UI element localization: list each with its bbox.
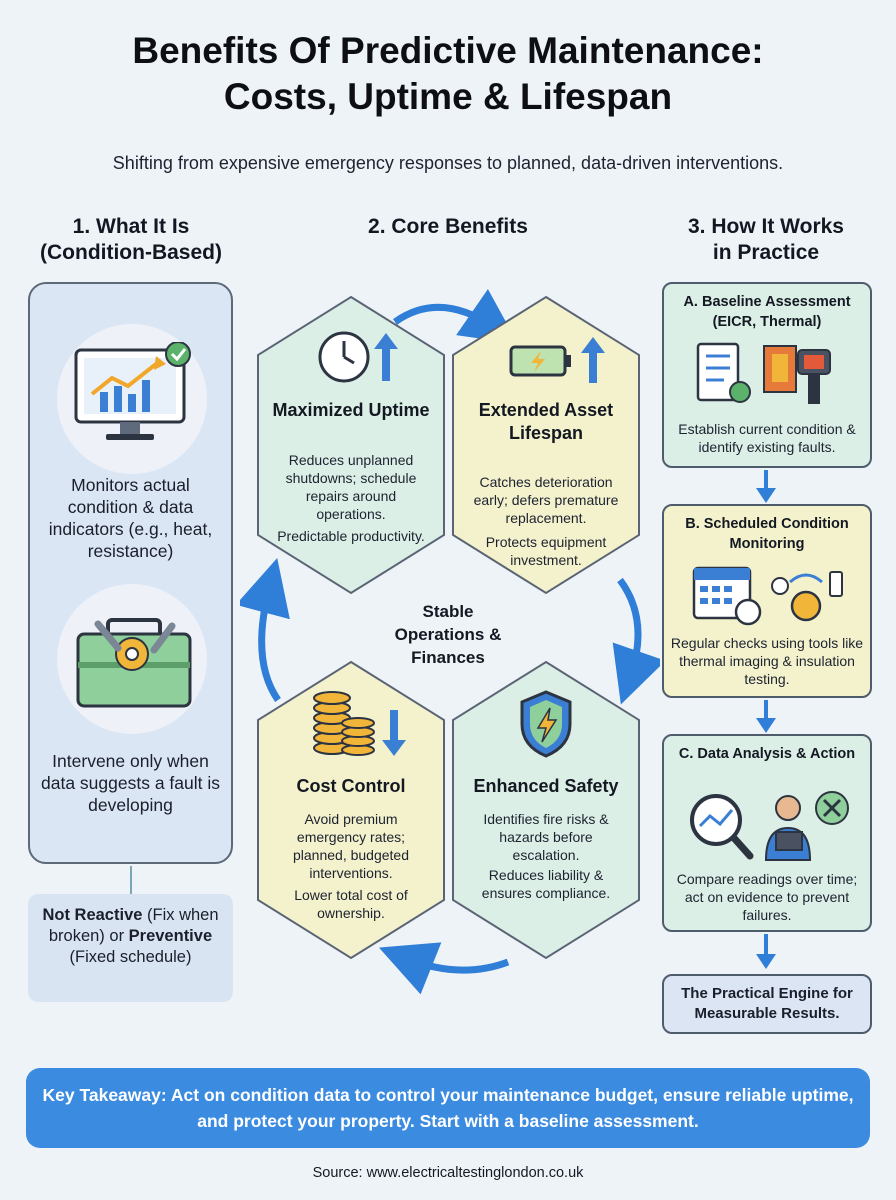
arrow-bottom xyxy=(378,942,510,995)
hex-maximized-uptime: Maximized Uptime Reduces unplanned shutd… xyxy=(256,295,446,595)
step-a-title: A. Baseline Assessment (EICR, Thermal) xyxy=(683,294,851,330)
arrow-top xyxy=(392,289,519,344)
cycle-arrows xyxy=(240,289,660,995)
lifespan-title: Extended Asset Lifespan xyxy=(478,400,614,443)
preventive-text: (Fixed schedule) xyxy=(69,948,192,966)
hex-extended-lifespan: Extended Asset Lifespan Catches deterior… xyxy=(451,295,641,595)
step-b-text: Regular checks using tools like thermal … xyxy=(670,635,864,687)
step-a-baseline: A. Baseline Assessment (EICR, Thermal) E… xyxy=(662,282,872,468)
col1-text-2: Intervene only when data suggests a faul… xyxy=(41,751,220,815)
arrow-left xyxy=(240,557,290,703)
hex-enhanced-safety: Enhanced Safety Identifies fire risks & … xyxy=(451,660,641,960)
safety-title: Enhanced Safety xyxy=(473,776,619,796)
title-line-2: Costs, Uptime & Lifespan xyxy=(223,76,673,117)
lifespan-desc: Catches deterioration early; defers prem… xyxy=(473,474,619,526)
what-it-is-panel: Monitors actual condition & data indicat… xyxy=(28,282,233,864)
col1-heading-line1: 1. What It Is xyxy=(72,215,190,238)
safety-desc: Identifies fire risks & hazards before e… xyxy=(483,811,609,863)
cost-note: Lower total cost of ownership. xyxy=(294,887,408,921)
col3-heading-line1: 3. How It Works xyxy=(688,215,844,238)
shield-icon xyxy=(520,690,572,758)
safety-note: Reduces liability & ensures compliance. xyxy=(481,867,611,901)
lifespan-note: Protects equipment investment. xyxy=(485,534,607,568)
step-b-monitoring: B. Scheduled Condition Monitoring Regula… xyxy=(662,504,872,698)
center-label: Stable Operations & Finances xyxy=(394,602,502,667)
arrow-right xyxy=(612,577,660,705)
calendar-sensor-icon xyxy=(692,566,843,626)
practical-engine-box: The Practical Engine for Measurable Resu… xyxy=(662,974,872,1034)
coins-down-icon xyxy=(313,691,406,756)
down-arrow-2 xyxy=(756,700,776,733)
col3-heading: 3. How It Works in Practice xyxy=(655,214,877,266)
clock-up-icon xyxy=(318,331,398,383)
col1-text-1: Monitors actual condition & data indicat… xyxy=(48,475,213,561)
not-reactive-note: Not Reactive (Fix when broken) or Preven… xyxy=(28,894,233,1002)
source-text: Source: www.electricaltestinglondon.co.u… xyxy=(312,1165,584,1181)
down-arrow-1 xyxy=(756,470,776,503)
down-arrow-3 xyxy=(756,934,776,969)
toolbox-icon xyxy=(76,618,192,708)
uptime-note: Predictable productivity. xyxy=(277,528,425,544)
not-reactive-text: (Fix when broken) or xyxy=(48,906,219,945)
subtitle: Shifting from expensive emergency respon… xyxy=(112,153,784,173)
uptime-title: Maximized Uptime xyxy=(272,400,430,420)
checklist-thermal-icon xyxy=(696,342,831,404)
step-a-text: Establish current condition & identify e… xyxy=(678,421,856,455)
magnifier-technician-icon xyxy=(690,791,849,861)
cost-title: Cost Control xyxy=(296,776,406,796)
preventive-bold: Preventive xyxy=(128,927,213,945)
cost-desc: Avoid premium emergency rates; planned, … xyxy=(293,811,409,881)
key-takeaway-banner: Key Takeaway: Act on condition data to c… xyxy=(26,1068,870,1148)
step-c-analysis: C. Data Analysis & Action Compare readin… xyxy=(662,734,872,932)
col1-heading: 1. What It Is (Condition-Based) xyxy=(20,214,242,266)
col3-heading-line2: in Practice xyxy=(712,241,820,264)
title-line-1: Benefits Of Predictive Maintenance: xyxy=(132,30,764,71)
battery-up-icon xyxy=(509,337,605,383)
monitor-chart-icon xyxy=(74,342,191,440)
col1-heading-line2: (Condition-Based) xyxy=(40,241,222,264)
col2-heading: 2. Core Benefits xyxy=(368,215,528,238)
step-b-title: B. Scheduled Condition Monitoring xyxy=(685,516,849,552)
uptime-desc: Reduces unplanned shutdowns; schedule re… xyxy=(285,452,417,522)
not-reactive-bold: Not Reactive xyxy=(42,906,143,924)
page-title: Benefits Of Predictive Maintenance: Cost… xyxy=(0,28,896,120)
step-c-text: Compare readings over time; act on evide… xyxy=(676,871,858,923)
hex-cost-control: Cost Control Avoid premium emergency rat… xyxy=(256,660,446,960)
connector-line xyxy=(130,866,132,894)
step-c-title: C. Data Analysis & Action xyxy=(678,746,856,762)
